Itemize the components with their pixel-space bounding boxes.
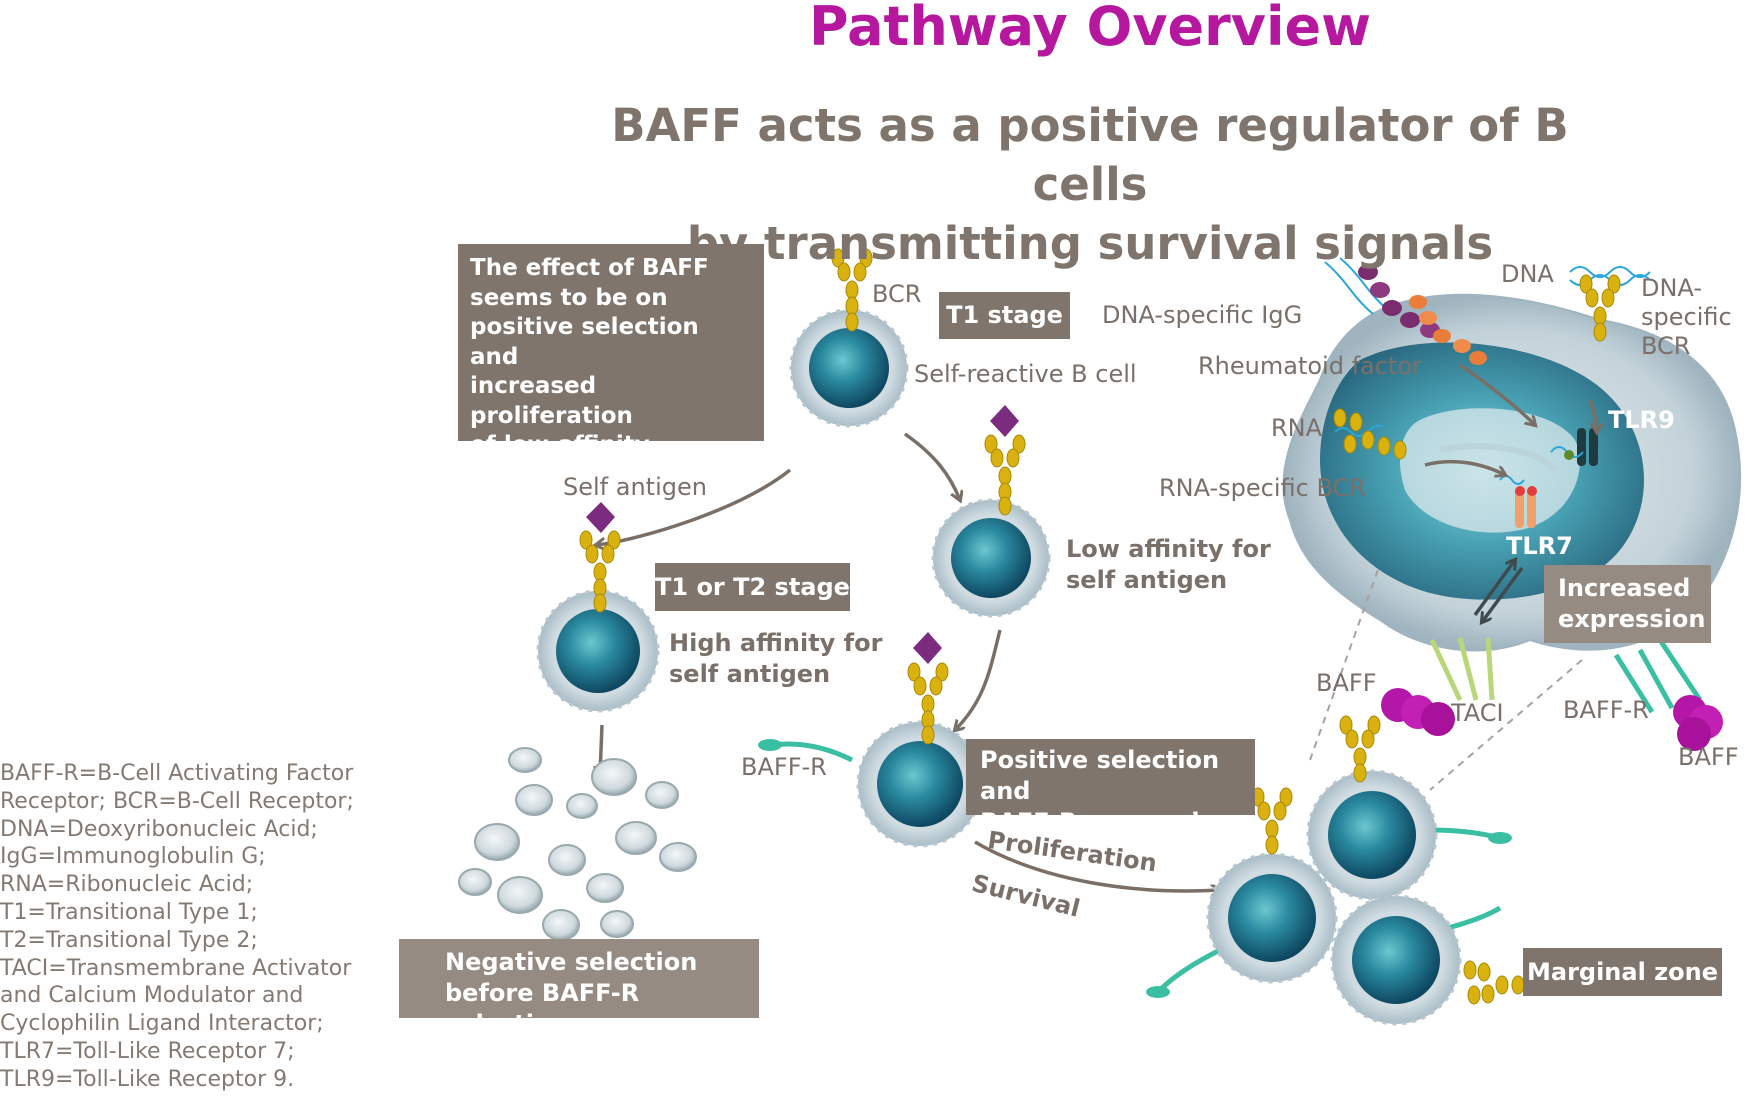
bcr-antibodies xyxy=(579,248,1621,1005)
abbr-line: T2=Transitional Type 2; xyxy=(0,927,258,953)
dna-specific-igg-label: DNA-specific IgG xyxy=(1102,301,1303,329)
baff-r-left-label: BAFF-R xyxy=(741,753,827,781)
antigen-low-affinity-icon xyxy=(990,405,1019,437)
low-affinity-line-1: Low affinity for xyxy=(1066,535,1271,563)
high-affinity-label: High affinity for self antigen xyxy=(669,628,882,690)
low-affinity-line-2: self antigen xyxy=(1066,566,1228,594)
dna-specific-bcr-line-1: DNA- xyxy=(1641,274,1702,302)
positive-selection-box: Positive selection and BAFF-R expression xyxy=(966,739,1255,836)
abbr-line: T1=Transitional Type 1; xyxy=(0,899,258,925)
abbr-line: TACI=Transmembrane Activator xyxy=(0,955,352,981)
dna-specific-bcr-line-3: BCR xyxy=(1641,332,1691,360)
positive-selection-line-2: BAFF-R expression xyxy=(980,808,1234,836)
tlr7-receptor xyxy=(1499,475,1537,528)
t1-t2-stage-box: T1 or T2 stage xyxy=(655,563,850,611)
positive-selection-line-1: Positive selection and xyxy=(980,746,1220,805)
abbreviations-footnote: BAFF-R=B-Cell Activating Factor Receptor… xyxy=(0,760,400,1094)
marginal-zone-cluster xyxy=(1146,769,1512,1026)
abbr-line: IgG=Immunoglobulin G; xyxy=(0,844,266,870)
baff-right-label: BAFF xyxy=(1678,743,1739,771)
baff-mid-label: BAFF xyxy=(1316,669,1377,697)
abbr-line: RNA=Ribonucleic Acid; xyxy=(0,872,254,898)
rna-specific-bcr-label: RNA-specific BCR xyxy=(1159,474,1366,502)
cell-positive-selection xyxy=(758,720,984,848)
t1-stage-box: T1 stage xyxy=(939,292,1070,339)
large-b-cell xyxy=(1282,293,1742,652)
negative-selection-line-1: Negative selection xyxy=(445,948,698,976)
baff-trimer-mid xyxy=(1381,688,1455,736)
rna-strand xyxy=(1334,424,1384,437)
effect-line-6: self-reactive B cells xyxy=(470,461,725,488)
rheumatoid-factor xyxy=(1409,295,1487,365)
abbr-line: Receptor; BCR=B-Cell Receptor; xyxy=(0,788,354,814)
effect-box: The effect of BAFF seems to be on positi… xyxy=(458,244,764,488)
abbr-line: Cyclophilin Ligand Interactor; xyxy=(0,1011,324,1037)
dna-specific-bcr-label: DNA- specific BCR xyxy=(1641,274,1732,361)
tlr7-double-arrow xyxy=(1473,560,1524,622)
dna-strand-igg xyxy=(1324,257,1389,315)
dna-specific-bcr-line-2: specific xyxy=(1641,303,1732,331)
dying-cells xyxy=(458,747,697,941)
negative-selection-line-2: before BAFF-R selection xyxy=(445,979,640,1038)
effect-line-2: seems to be on xyxy=(470,284,668,311)
effect-line-4: increased proliferation xyxy=(470,373,633,429)
increased-expression-box: Increased expression xyxy=(1544,565,1711,643)
taci-label: TACI xyxy=(1451,699,1504,727)
abbr-line: and Calcium Modulator and xyxy=(0,983,304,1009)
subtitle: BAFF acts as a positive regulator of B c… xyxy=(600,96,1580,273)
cell-self-reactive xyxy=(789,308,909,428)
subtitle-line-1: BAFF acts as a positive regulator of B c… xyxy=(611,99,1569,211)
tlr9-receptor xyxy=(1550,428,1598,466)
effect-line-5: of low-affinity xyxy=(470,432,650,458)
tlr9-label: TLR9 xyxy=(1608,406,1675,434)
high-affinity-line-2: self antigen xyxy=(669,660,831,688)
subtitle-line-2: by transmitting survival signals xyxy=(686,217,1494,270)
effect-line-3: positive selection and xyxy=(470,314,699,370)
negative-selection-box: Negative selection before BAFF-R selecti… xyxy=(399,939,759,1038)
rheumatoid-factor-label: Rheumatoid factor xyxy=(1198,352,1422,380)
antigen-positive-selection-icon xyxy=(913,632,942,664)
dna-label: DNA xyxy=(1501,260,1554,288)
low-affinity-label: Low affinity for self antigen xyxy=(1066,534,1271,596)
self-reactive-b-cell-label: Self-reactive B cell xyxy=(914,360,1137,388)
tlr7-label: TLR7 xyxy=(1506,532,1573,560)
self-antigen-icon xyxy=(586,502,615,533)
cell-high-affinity xyxy=(536,589,660,713)
high-affinity-line-1: High affinity for xyxy=(669,629,883,657)
rna-label: RNA xyxy=(1271,414,1323,442)
increased-expression-line-2: expression xyxy=(1558,605,1706,633)
abbr-line: BAFF-R=B-Cell Activating Factor xyxy=(0,761,354,786)
abbr-line: TLR9=Toll-Like Receptor 9. xyxy=(0,1066,295,1092)
self-antigen-label: Self antigen xyxy=(563,473,707,501)
taci-receptors xyxy=(1429,637,1495,702)
effect-line-1: The effect of BAFF xyxy=(470,255,709,281)
page-title: Pathway Overview xyxy=(808,0,1372,58)
dna-specific-igg xyxy=(1358,264,1440,338)
abbr-line: TLR7=Toll-Like Receptor 7; xyxy=(0,1038,295,1064)
marginal-zone-box: Marginal zone xyxy=(1523,948,1722,996)
bcr-label: BCR xyxy=(872,280,922,308)
cell-low-affinity xyxy=(931,498,1051,618)
abbr-line: DNA=Deoxyribonucleic Acid; xyxy=(0,816,318,842)
baff-trimer-right xyxy=(1673,695,1723,751)
baff-r-receptors-large-cell xyxy=(1613,638,1703,714)
baff-r-right-label: BAFF-R xyxy=(1563,696,1649,724)
increased-expression-line-1: Increased xyxy=(1558,574,1691,602)
